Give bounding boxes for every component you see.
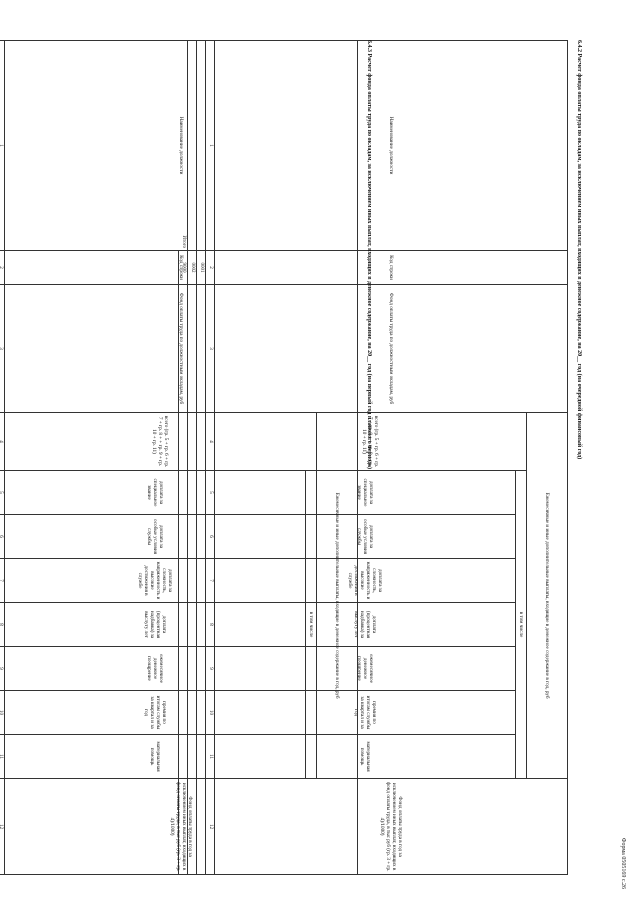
column-number: 11 xyxy=(0,734,5,779)
column-number: 12 xyxy=(0,778,5,875)
header-row-code: Код строки xyxy=(4,250,358,285)
column-number: 5 xyxy=(0,470,5,515)
header-total: всего (гр. 5 + гр. 6 + гр. 7 + гр. 8 + +… xyxy=(4,412,317,471)
header-position-name: Наименование должности xyxy=(4,40,358,251)
header-quarterly-bonus: премия по итогам службы за квартал и за … xyxy=(4,690,306,735)
table-caption-6-4-3: 6.4.3 Расчет фонда оплаты труда по оклад… xyxy=(366,40,372,470)
column-number: 3 xyxy=(0,284,5,413)
table-6-4-3: Наименование должности Код строки Фонд о… xyxy=(0,40,358,875)
column-number: 4 xyxy=(0,412,5,471)
column-number: 1 xyxy=(0,40,5,251)
column-number: 9 xyxy=(0,646,5,691)
column-number: 2 xyxy=(0,250,5,285)
header-material-aid: материальная помощь xyxy=(4,734,306,779)
column-number: 8 xyxy=(0,602,5,647)
column-number: 6 xyxy=(0,514,5,559)
form-code-label: Форма 0505169 с.26 xyxy=(620,837,626,889)
header-salary-fund: Фонд оплаты труда по должностным окладам… xyxy=(4,284,358,413)
header-row-group: Наименование должности Код строки Фонд о… xyxy=(4,40,358,875)
header-row-group: Наименование должности Код строки Фонд о… xyxy=(214,40,568,875)
column-number: 10 xyxy=(0,690,5,735)
header-including: в том числе xyxy=(305,470,317,779)
column-number-row: 1 2 3 4 5 6 7 8 9 10 11 12 xyxy=(0,40,5,875)
column-number: 7 xyxy=(0,558,5,603)
header-including: в том числе xyxy=(515,470,527,779)
header-complexity-bonus: доплата за сложность, напряженность и вы… xyxy=(4,558,306,603)
header-special-rank: доплата за специальное звание xyxy=(4,470,306,515)
header-monthly-incentive: ежемесячное денежное поощрение xyxy=(4,646,306,691)
header-seniority-bonus: доплата (процентная надбавка) за выслугу… xyxy=(4,602,306,647)
header-annual-fund: Фонд оплаты труда в год за исключением и… xyxy=(4,778,358,875)
table-caption-6-4-2: 6.4.2 Расчет фонда оплаты труда по оклад… xyxy=(576,40,582,460)
header-extra-payments-group: Ежемесячные и иные дополнительные выплат… xyxy=(526,412,568,779)
header-extra-payments-group: Ежемесячные и иные дополнительные выплат… xyxy=(316,412,358,779)
header-special-conditions: доплата за особые условия службы xyxy=(4,514,306,559)
